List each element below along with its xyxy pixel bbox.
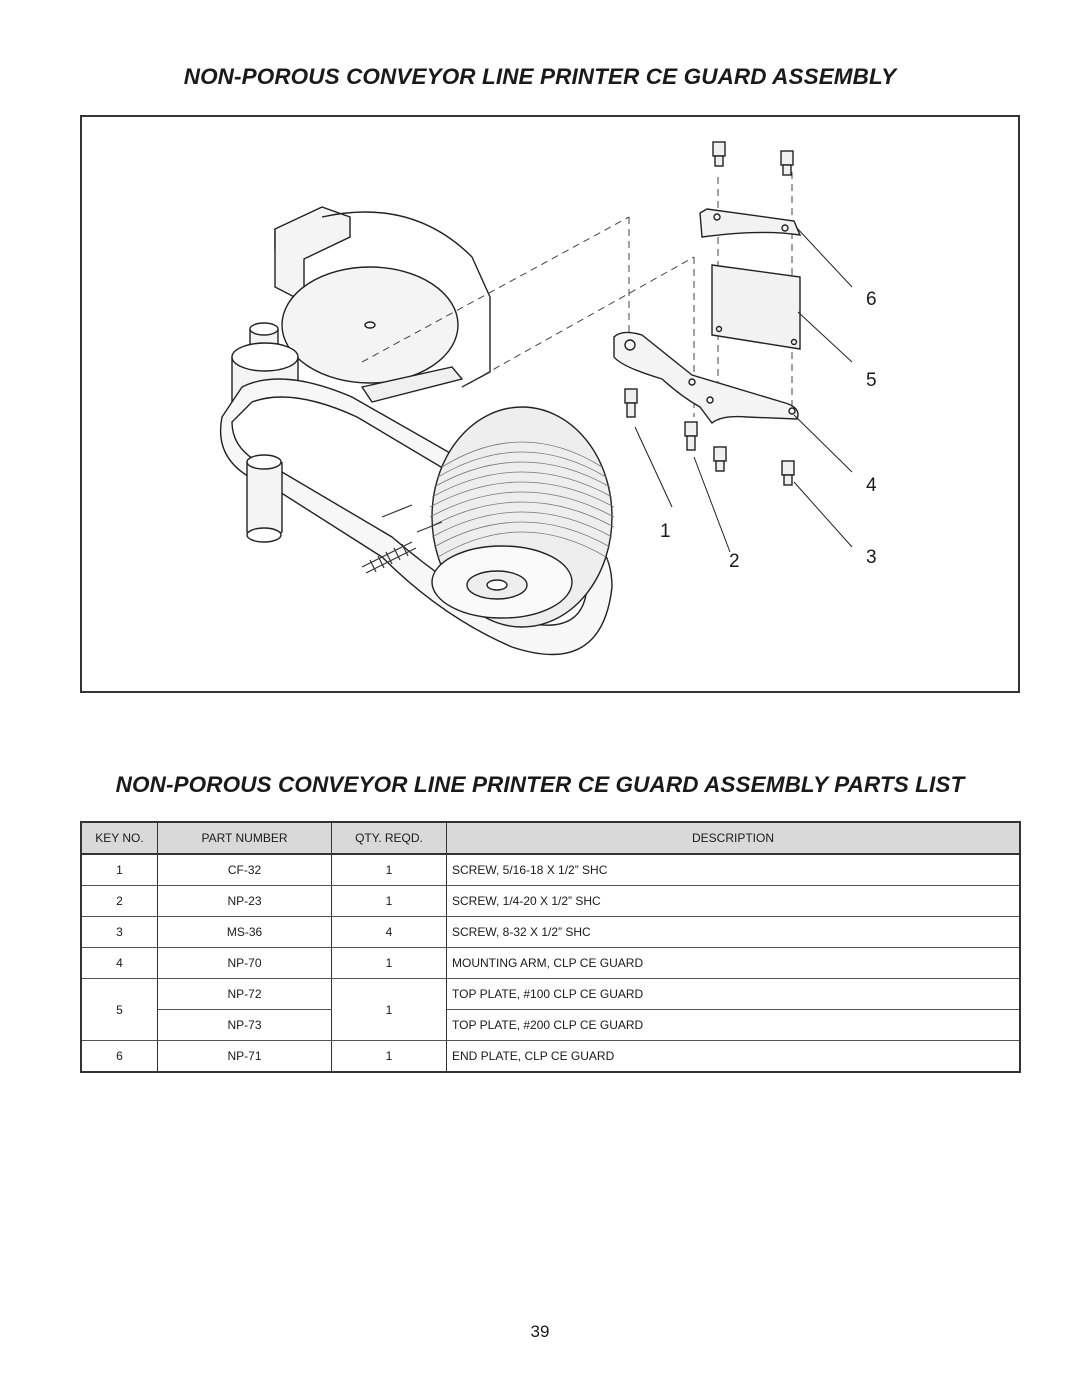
col-key-no: KEY NO. xyxy=(81,822,158,855)
table-row: 6 NP-71 1 END PLATE, CLP CE GUARD xyxy=(81,1040,1020,1073)
part-number: NP-73 xyxy=(157,1009,332,1041)
table-row: 4 NP-70 1 MOUNTING ARM, CLP CE GUARD xyxy=(81,947,1020,979)
key-no: 2 xyxy=(81,885,158,917)
qty: 1 xyxy=(331,978,447,1041)
key-no: 4 xyxy=(81,947,158,979)
description: SCREW, 1/4-20 X 1/2” SHC xyxy=(446,885,1020,917)
table-header-row: KEY NO. PART NUMBER QTY. REQD. DESCRIPTI… xyxy=(81,822,1020,855)
callout-6: 6 xyxy=(866,289,877,310)
description: MOUNTING ARM, CLP CE GUARD xyxy=(446,947,1020,979)
col-qty-reqd: QTY. REQD. xyxy=(331,822,447,855)
key-no: 6 xyxy=(81,1040,158,1073)
parts-list-title: NON-POROUS CONVEYOR LINE PRINTER CE GUAR… xyxy=(115,772,965,797)
description: TOP PLATE, #200 CLP CE GUARD xyxy=(446,1009,1020,1041)
page-title: NON-POROUS CONVEYOR LINE PRINTER CE GUAR… xyxy=(183,64,897,89)
table-row: NP-73 TOP PLATE, #200 CLP CE GUARD xyxy=(81,1009,1020,1041)
table-row: 2 NP-23 1 SCREW, 1/4-20 X 1/2” SHC xyxy=(81,885,1020,917)
callout-2: 2 xyxy=(729,551,740,572)
parts-table: KEY NO. PART NUMBER QTY. REQD. DESCRIPTI… xyxy=(80,821,1021,1073)
part-number: CF-32 xyxy=(157,854,332,886)
qty: 4 xyxy=(331,916,447,948)
col-part-number: PART NUMBER xyxy=(157,822,332,855)
part-number: MS-36 xyxy=(157,916,332,948)
key-no: 3 xyxy=(81,916,158,948)
description: SCREW, 8-32 X 1/2” SHC xyxy=(446,916,1020,948)
qty: 1 xyxy=(331,854,447,886)
key-no: 1 xyxy=(81,854,158,886)
description: SCREW, 5/16-18 X 1/2” SHC xyxy=(446,854,1020,886)
col-description: DESCRIPTION xyxy=(446,822,1020,855)
table-row: 1 CF-32 1 SCREW, 5/16-18 X 1/2” SHC xyxy=(81,854,1020,886)
exploded-view-drawing: 1 2 3 4 5 6 xyxy=(219,141,877,656)
callout-5: 5 xyxy=(866,370,877,391)
table-row: 3 MS-36 4 SCREW, 8-32 X 1/2” SHC xyxy=(81,916,1020,948)
qty: 1 xyxy=(331,947,447,979)
qty: 1 xyxy=(331,1040,447,1073)
callout-1: 1 xyxy=(660,521,671,542)
callout-3: 3 xyxy=(866,547,877,568)
part-number: NP-70 xyxy=(157,947,332,979)
part-number: NP-71 xyxy=(157,1040,332,1073)
page-number: 39 xyxy=(530,1322,550,1341)
qty: 1 xyxy=(331,885,447,917)
description: END PLATE, CLP CE GUARD xyxy=(446,1040,1020,1073)
description: TOP PLATE, #100 CLP CE GUARD xyxy=(446,978,1020,1010)
assembly-diagram: 1 2 3 4 5 6 xyxy=(80,115,1020,693)
callout-4: 4 xyxy=(866,475,877,496)
part-number: NP-23 xyxy=(157,885,332,917)
table-row: 5 NP-72 1 TOP PLATE, #100 CLP CE GUARD xyxy=(81,978,1020,1041)
key-no: 5 xyxy=(81,978,158,1041)
part-number: NP-72 xyxy=(157,978,332,1010)
